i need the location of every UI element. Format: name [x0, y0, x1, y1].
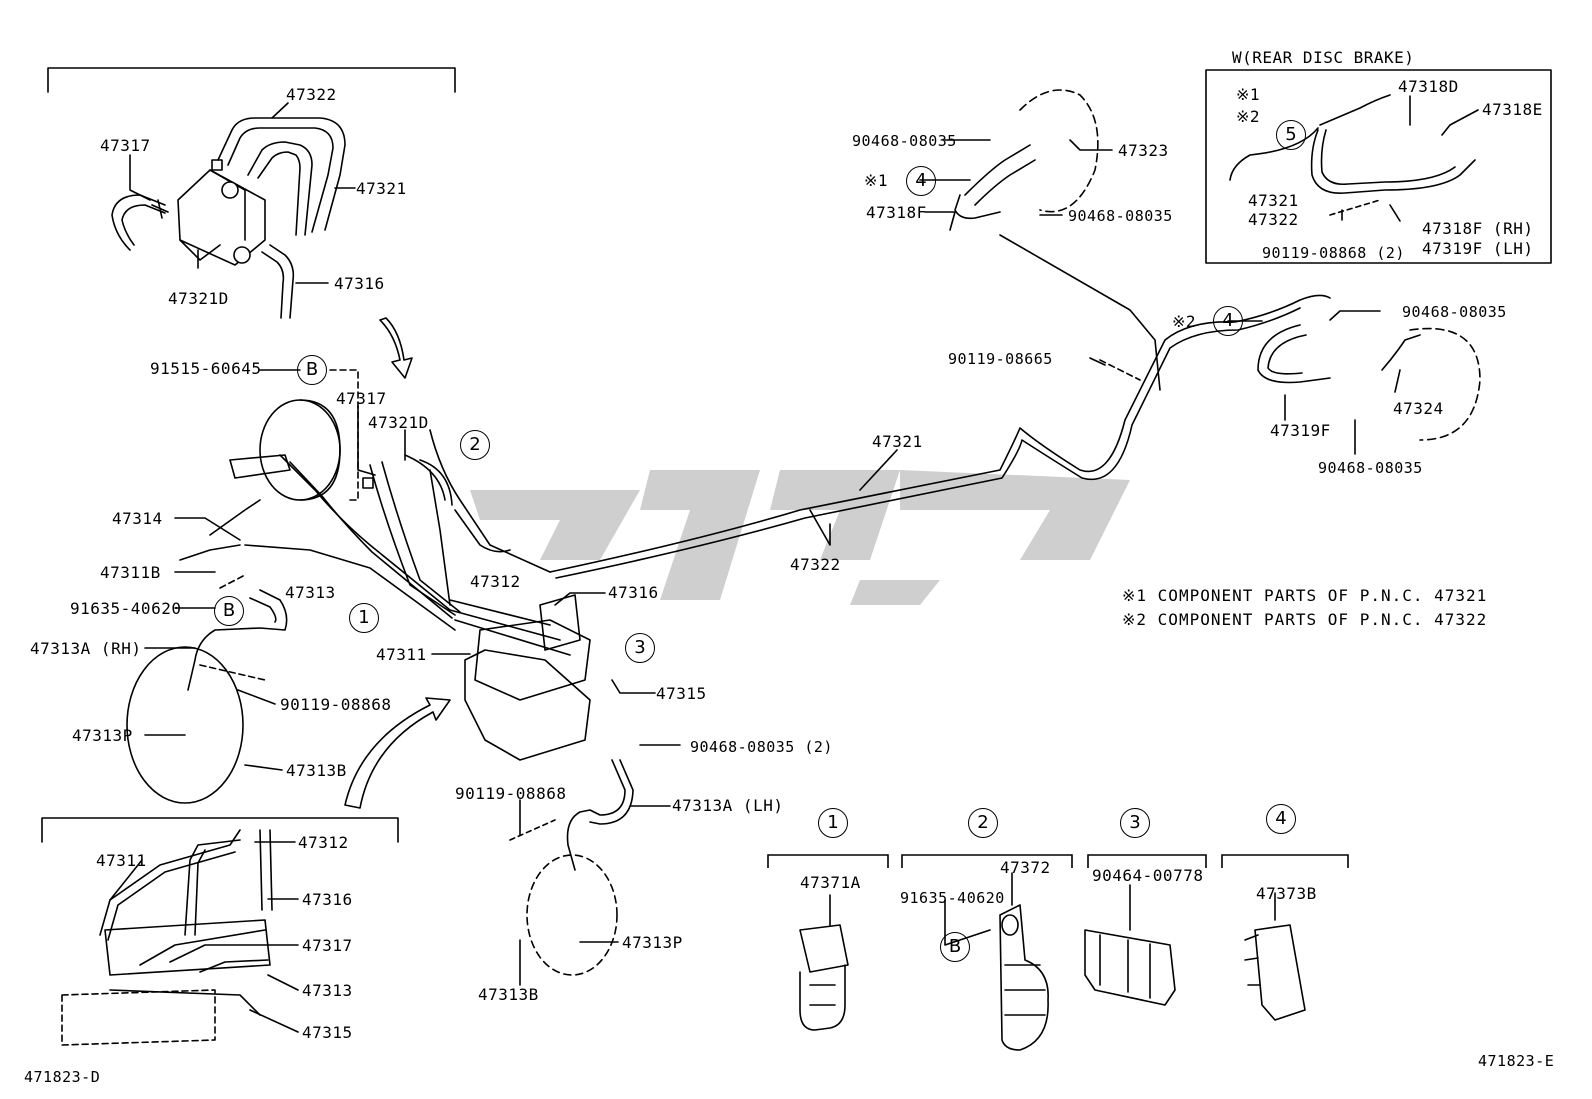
label-90464: 90464-00778: [1092, 866, 1204, 885]
label-47373b: 47373B: [1256, 884, 1317, 903]
label-47321d-mid: 47321D: [368, 413, 429, 432]
label-47317-inset: 47317: [302, 936, 353, 955]
label-47321-main: 47321: [872, 432, 923, 451]
inset-pipes: [61, 829, 273, 1046]
disc-rear-right: [1257, 324, 1481, 441]
ref-code-left: 471823-D: [24, 1068, 101, 1086]
b-dashed-line: [329, 369, 359, 501]
circle-b-1: B: [297, 355, 327, 385]
label-47316-top: 47316: [334, 274, 385, 293]
label-47311-inset: 47311: [96, 851, 147, 870]
valve-assembly-top: [111, 117, 346, 319]
label-47317-top: 47317: [100, 136, 151, 155]
label-91515-60645: 91515-60645: [150, 359, 262, 378]
circle-3-bottom: 3: [1120, 808, 1150, 838]
label-90468-mid: 90468-08035 (2): [690, 738, 833, 756]
label-90468-c: 90468-08035: [1402, 303, 1507, 321]
booster-assembly: [179, 399, 461, 691]
circle-2-main: 2: [460, 430, 490, 460]
label-47315-mid: 47315: [656, 684, 707, 703]
label-90119-08665: 90119-08665: [948, 350, 1053, 368]
label-47313b-left: 47313B: [286, 761, 347, 780]
label-47318f: 47318F: [866, 203, 927, 222]
label-47322-w: 47322: [1248, 210, 1299, 229]
label-47321d-top: 47321D: [168, 289, 229, 308]
label-47322-main: 47322: [790, 555, 841, 574]
mark-1-inset: ※1: [1236, 85, 1261, 104]
label-90119-left: 90119-08868: [280, 695, 392, 714]
clamp-parts: [799, 904, 1306, 1051]
circle-b-3: B: [940, 932, 970, 962]
label-47311b: 47311B: [100, 563, 161, 582]
w-inset-pipes: [1229, 94, 1476, 216]
inset-frame: [1205, 69, 1552, 264]
label-90119-bottom: 90119-08868: [455, 784, 567, 803]
label-47312-inset: 47312: [298, 833, 349, 852]
circle-5-inset: 5: [1276, 120, 1306, 150]
label-47318d: 47318D: [1398, 77, 1459, 96]
label-47321-w: 47321: [1248, 191, 1299, 210]
label-47313p-bottom: 47313P: [622, 933, 683, 952]
down-arrow: [379, 317, 413, 379]
label-47315-inset: 47315: [302, 1023, 353, 1042]
up-arrow: [344, 697, 451, 809]
watermark-logo: [470, 470, 1130, 605]
ref-code-right: 471823-E: [1478, 1052, 1555, 1070]
inset-title: W(REAR DISC BRAKE): [1232, 48, 1415, 67]
label-47316-mid: 47316: [608, 583, 659, 602]
label-47324: 47324: [1393, 399, 1444, 418]
label-90468-a: 90468-08035: [852, 132, 957, 150]
label-47313-inset: 47313: [302, 981, 353, 1000]
bracket-bottom-left: [41, 817, 399, 843]
label-47313a-lh: 47313A (LH): [672, 796, 784, 815]
rear-pipes: [549, 194, 1331, 579]
label-47314: 47314: [112, 509, 163, 528]
circle-1-main: 1: [349, 603, 379, 633]
label-47319f: 47319F: [1270, 421, 1331, 440]
label-47311-mid: 47311: [376, 645, 427, 664]
label-90119-w: 90119-08868 (2): [1262, 244, 1405, 262]
label-47318f-rh: 47318F (RH): [1422, 219, 1534, 238]
label-47313p-left: 47313P: [72, 726, 133, 745]
label-47322-top: 47322: [286, 85, 337, 104]
lh-hose-assembly: [509, 759, 634, 976]
label-47323: 47323: [1118, 141, 1169, 160]
circle-b-2: B: [214, 596, 244, 626]
label-47321-top: 47321: [356, 179, 407, 198]
label-91635-b: 91635-40620: [900, 889, 1005, 907]
circle-3-main: 3: [625, 633, 655, 663]
label-47319f-lh: 47319F (LH): [1422, 239, 1534, 258]
label-47312-mid: 47312: [470, 572, 521, 591]
abs-actuator: [429, 429, 591, 761]
circle-2-bottom: 2: [968, 808, 998, 838]
bracket-top-left: [47, 67, 456, 93]
label-47313: 47313: [285, 583, 336, 602]
note-2: ※2 COMPONENT PARTS OF P.N.C. 47322: [1122, 610, 1488, 629]
circle-4-mid: 4: [1213, 306, 1243, 336]
mark-2-inset: ※2: [1236, 107, 1261, 126]
note-1: ※1 COMPONENT PARTS OF P.N.C. 47321: [1122, 586, 1488, 605]
label-90468-d: 90468-08035: [1318, 459, 1423, 477]
label-47372: 47372: [1000, 858, 1051, 877]
label-47317-mid: 47317: [336, 389, 387, 408]
disc-left: [126, 646, 244, 804]
label-47313a-rh: 47313A (RH): [30, 639, 142, 658]
label-47318e: 47318E: [1482, 100, 1543, 119]
mark-1-upper: ※1: [864, 171, 889, 190]
label-90468-b: 90468-08035: [1068, 207, 1173, 225]
circle-4-bottom: 4: [1266, 804, 1296, 834]
label-47316-inset: 47316: [302, 890, 353, 909]
disc-rear-upper: [964, 89, 1099, 213]
mark-2-mid: ※2: [1172, 312, 1197, 331]
circle-1-bottom: 1: [818, 808, 848, 838]
label-47313b-bottom: 47313B: [478, 985, 539, 1004]
circle-4-upper: 4: [906, 166, 936, 196]
label-47371a: 47371A: [800, 873, 861, 892]
label-91635-left: 91635-40620: [70, 599, 182, 618]
